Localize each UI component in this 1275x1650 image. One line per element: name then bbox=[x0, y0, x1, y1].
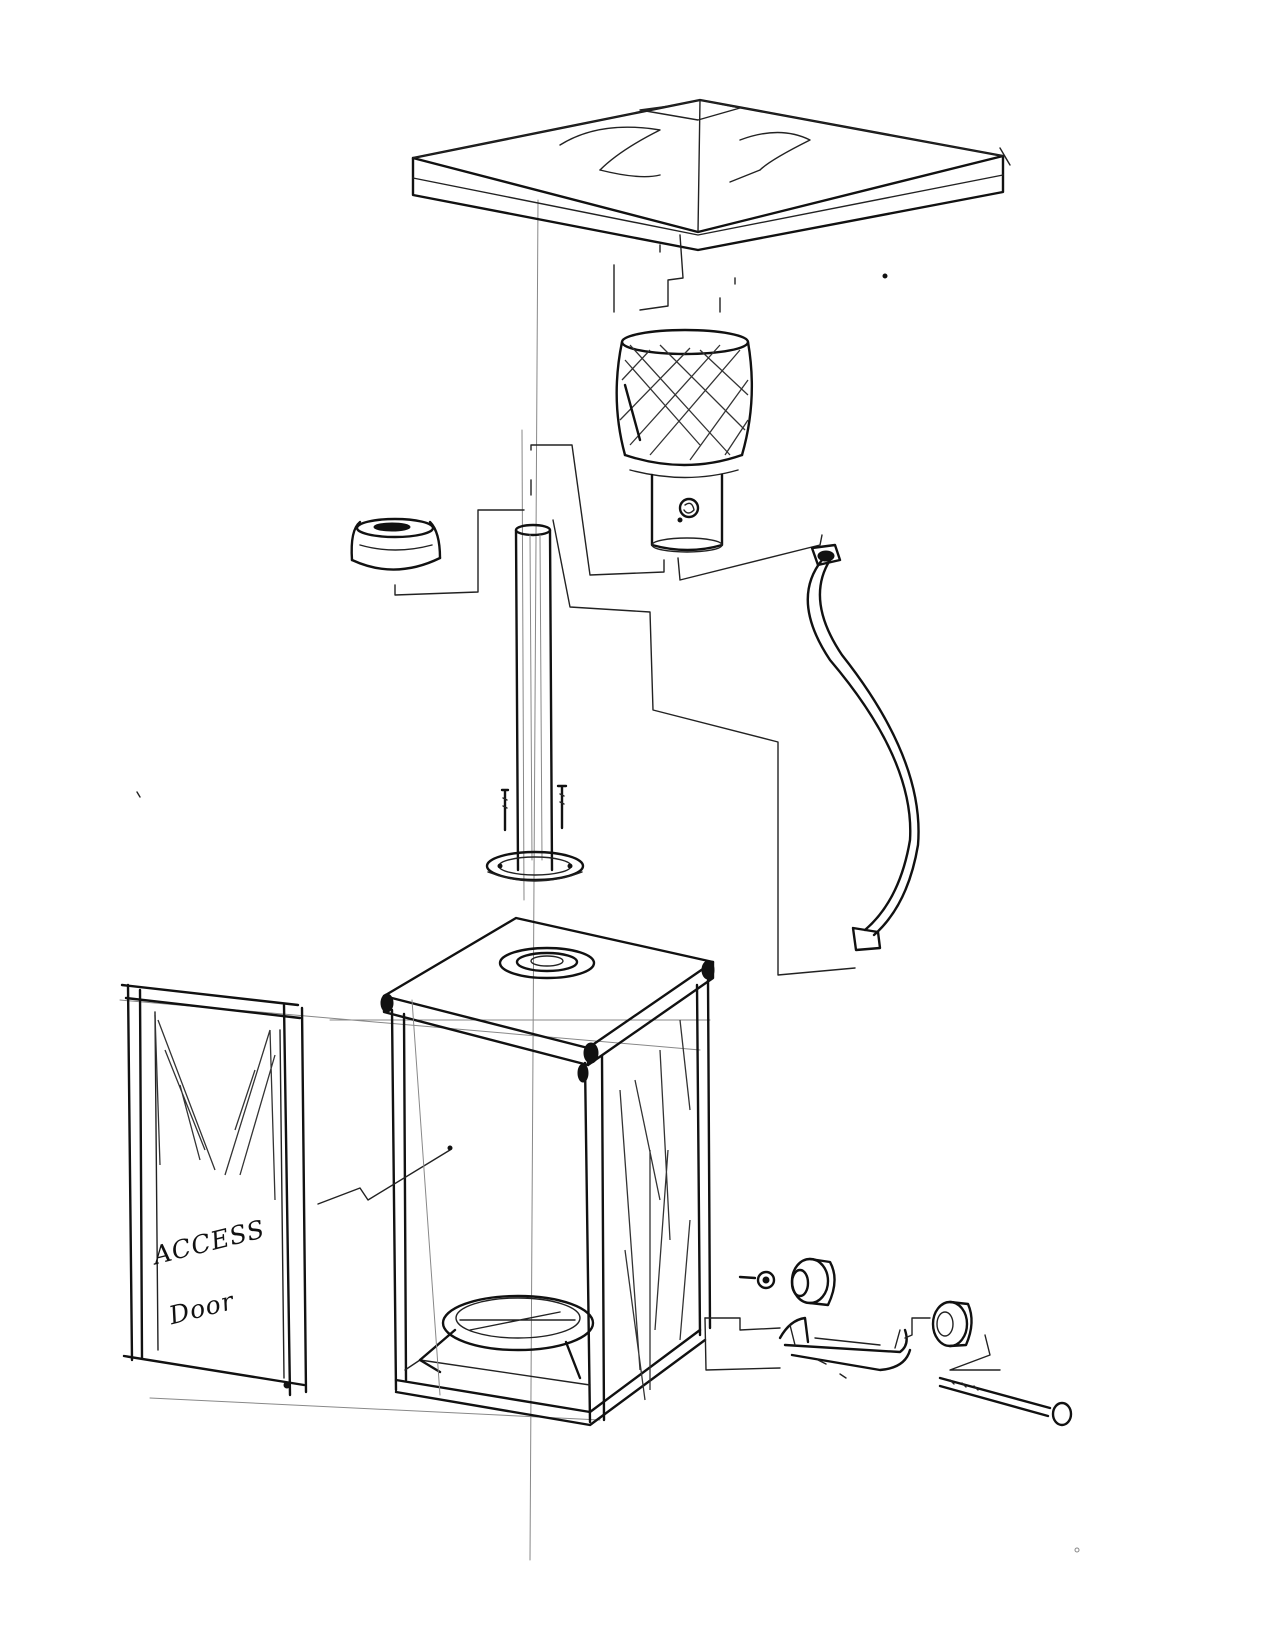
support-post bbox=[514, 523, 554, 872]
mounting-screws bbox=[500, 784, 568, 832]
dome-cap bbox=[350, 509, 525, 596]
heat-emitter bbox=[615, 328, 754, 553]
access-door-panel bbox=[120, 983, 308, 1397]
base-cabinet bbox=[317, 916, 715, 1427]
post-flange bbox=[485, 850, 585, 882]
stray-marks bbox=[136, 273, 1080, 1553]
assembly-leader-lines bbox=[530, 444, 856, 976]
wheel-assembly bbox=[704, 1257, 1073, 1427]
canopy-to-emitter-connector bbox=[613, 234, 736, 313]
canopy-reflector bbox=[411, 98, 1011, 252]
gas-hose bbox=[806, 543, 920, 952]
construction-lines bbox=[119, 199, 711, 1561]
